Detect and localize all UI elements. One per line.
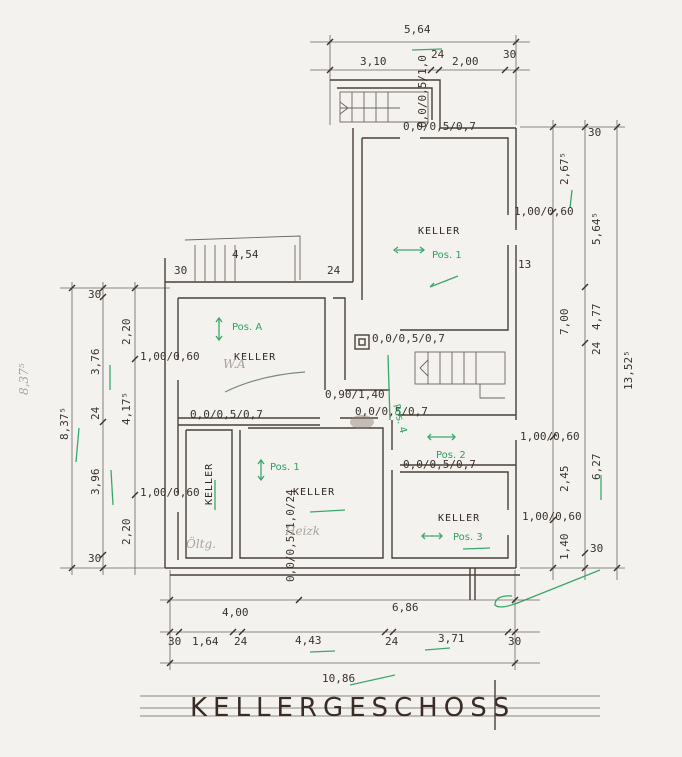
room-mitte: KELLER Pos. 1 Heizk <box>257 458 346 538</box>
dim-right-small-b: 24 <box>590 341 603 355</box>
arrow-icon <box>421 532 443 540</box>
dim-bottom-b: 6,86 <box>392 601 419 614</box>
room-nordost: KELLER Pos. 1 <box>392 226 462 288</box>
room-label: KELLER <box>234 352 276 363</box>
dim-left-g: 30 <box>88 288 101 301</box>
room-pencil-note: Heizk <box>284 524 320 538</box>
room-pencil-note: Öltg. <box>186 535 216 551</box>
room-pos-label: Pos. 1 <box>432 250 462 261</box>
dim-top-total: 5,64 <box>404 23 431 36</box>
right-dimension-lines <box>514 120 625 605</box>
opening-label: 1,00/0,60 <box>140 350 200 363</box>
dim-left-e: 4,17⁵ <box>120 392 133 425</box>
left-dimension-lines <box>60 282 170 575</box>
opening-label: 0,90/1,40 <box>325 388 385 401</box>
room-label: KELLER <box>204 463 215 505</box>
dim-right-top-small: 30 <box>588 126 601 139</box>
dim-left-b: 3,96 <box>89 469 102 496</box>
dim-right-inner-b: 7,00 <box>558 309 571 336</box>
smudge <box>350 415 374 429</box>
dim-left-f: 24 <box>89 406 102 420</box>
dim-left-pencil-faint: 8,37⁵ <box>17 363 31 395</box>
room-stich: Pos. 4 <box>387 354 408 434</box>
arrow-icon <box>215 316 223 342</box>
room-label: KELLER <box>293 487 335 498</box>
opening-label: 1,00/0,60 <box>522 510 582 523</box>
dim-bottom-part-2: 1,64 <box>192 635 219 648</box>
dim-upper-left-right: 24 <box>327 264 341 277</box>
opening-label: 0,0/0,5/0,7 <box>355 405 428 418</box>
opening-label: 0,0/0,5/0,7 <box>190 408 263 421</box>
stair-top <box>339 91 429 123</box>
dim-right-inner-d: 1,40 <box>558 534 571 561</box>
dim-bottom-part-5: 24 <box>385 635 399 648</box>
dim-right-mid-b: 6,27 <box>590 454 603 481</box>
room-sued: KELLER Pos. 3 <box>421 513 491 550</box>
arrow-icon <box>429 275 459 288</box>
dim-right-mid-a: 5,64⁵ <box>590 212 603 245</box>
dim-bottom-part-6: 3,71 <box>438 632 465 645</box>
walls <box>164 79 520 600</box>
stair-center <box>414 351 506 399</box>
dim-right-small-a: 4,77 <box>590 304 603 331</box>
dim-left-d: 2,20 <box>120 519 133 546</box>
dim-right-small-c: 30 <box>590 542 603 555</box>
drawing-title-block: KELLERGESCHOSS <box>140 680 600 730</box>
room-pos-label: Pos. 2 <box>436 450 466 461</box>
arrow-icon <box>427 433 456 441</box>
dim-top-part-3: 2,00 <box>452 55 479 68</box>
bottom-dimension-lines <box>160 570 540 686</box>
top-dimension-lines <box>310 35 530 125</box>
stair-upper-left <box>184 235 301 282</box>
opening-label: 1,00/0,60 <box>520 430 580 443</box>
opening-label: 0,0/0,5/0,7 <box>403 120 476 133</box>
opening-label: 0,0/0,5/0,7 <box>403 458 476 471</box>
room-pos-label: Pos. 1 <box>270 462 300 473</box>
dim-right-outer: 13,52⁵ <box>622 350 635 390</box>
dim-bottom-part-1: 30 <box>168 635 181 648</box>
room-west: KELLER Pos. A W.A <box>215 316 306 393</box>
room-flur: Pos. 2 <box>427 433 466 461</box>
dim-top-part-1: 3,10 <box>360 55 387 68</box>
dim-bottom-part-7: 30 <box>508 635 521 648</box>
dim-left-outer: 8,37⁵ <box>58 407 71 440</box>
dim-bottom-total: 10,86 <box>322 672 355 685</box>
dim-top-part-2: 24 <box>431 48 445 61</box>
room-schmal: KELLER Öltg. <box>186 463 216 551</box>
dim-top-part-4: 30 <box>503 48 516 61</box>
room-label: KELLER <box>418 226 460 237</box>
opening-label: 0,0/0,5/0,7 <box>372 332 445 345</box>
dim-left-h: 30 <box>88 552 101 565</box>
dim-bottom-part-3: 24 <box>234 635 248 648</box>
opening-label: 0,0/0,5/1,0/24 <box>284 489 297 582</box>
room-pencil-note: W.A <box>223 357 246 371</box>
room-label: KELLER <box>438 513 480 524</box>
dim-bottom-a: 4,00 <box>222 606 249 619</box>
opening-label: 1,00/0,60 <box>514 205 574 218</box>
dim-upper-left-left: 30 <box>174 264 187 277</box>
opening-label: 0,0/0,5/1,0 <box>416 55 429 128</box>
dim-right-small-d: 13 <box>518 258 531 271</box>
dim-left-c: 2,20 <box>120 319 133 346</box>
dim-bottom-part-4: 4,43 <box>295 634 322 647</box>
dim-upper-left-total: 4,54 <box>232 248 259 261</box>
dim-right-inner-c: 2,45 <box>558 466 571 493</box>
drawing-title: KELLERGESCHOSS <box>190 693 515 723</box>
arrow-icon <box>392 246 426 254</box>
room-pos-label: Pos. 3 <box>453 532 483 543</box>
opening-label: 1,00/0,60 <box>140 486 200 499</box>
dim-right-inner-a: 2,67⁵ <box>558 152 571 185</box>
opening-labels: 0,0/0,5/1,0 0,0/0,5/0,7 1,00/0,60 1,00/0… <box>140 55 582 582</box>
arrow-icon <box>257 458 265 482</box>
room-pos-label: Pos. A <box>232 322 262 333</box>
dim-left-a: 3,76 <box>89 349 102 376</box>
